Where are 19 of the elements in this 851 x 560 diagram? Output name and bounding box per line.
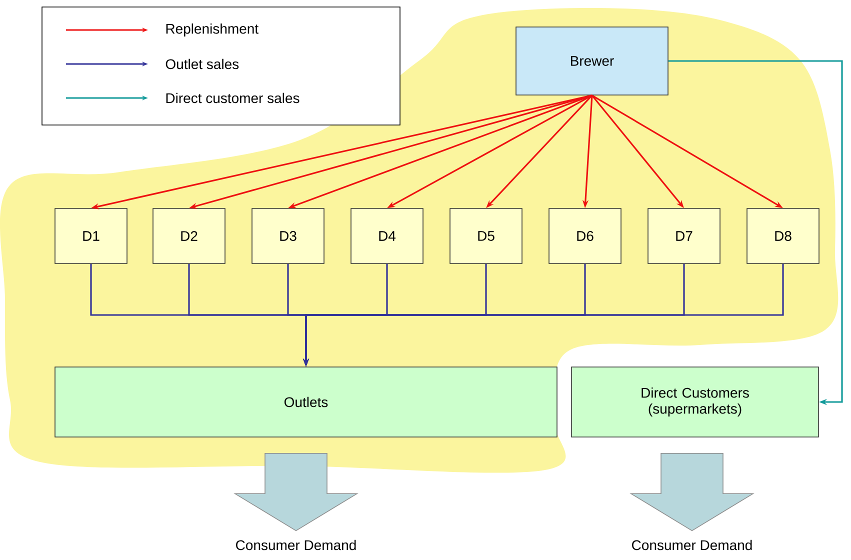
distributor-box: D4 <box>350 208 424 264</box>
block-arrow <box>234 453 358 532</box>
demand-label: Consumer Demand <box>236 540 356 550</box>
distributor-box: D3 <box>252 208 324 264</box>
distributor-box: D8 <box>746 208 820 264</box>
block-arrow <box>630 453 754 532</box>
demand-label: Consumer Demand <box>632 540 752 550</box>
distributor-box: D6 <box>548 208 622 264</box>
distributor-box: D7 <box>648 208 720 264</box>
distributor-box: D2 <box>152 208 226 264</box>
legend-label: Replenishment <box>166 23 258 37</box>
outlets-box: Outlets <box>54 366 558 438</box>
distributor-box: D5 <box>450 208 522 264</box>
distributor-box: D1 <box>54 208 128 264</box>
customers-box: Direct Customers (supermarkets) <box>571 366 819 438</box>
arrow <box>668 60 843 406</box>
legend-label: Outlet sales <box>166 58 239 70</box>
legend-label: Direct customer sales <box>166 92 300 104</box>
brewer-box: Brewer <box>516 26 668 96</box>
